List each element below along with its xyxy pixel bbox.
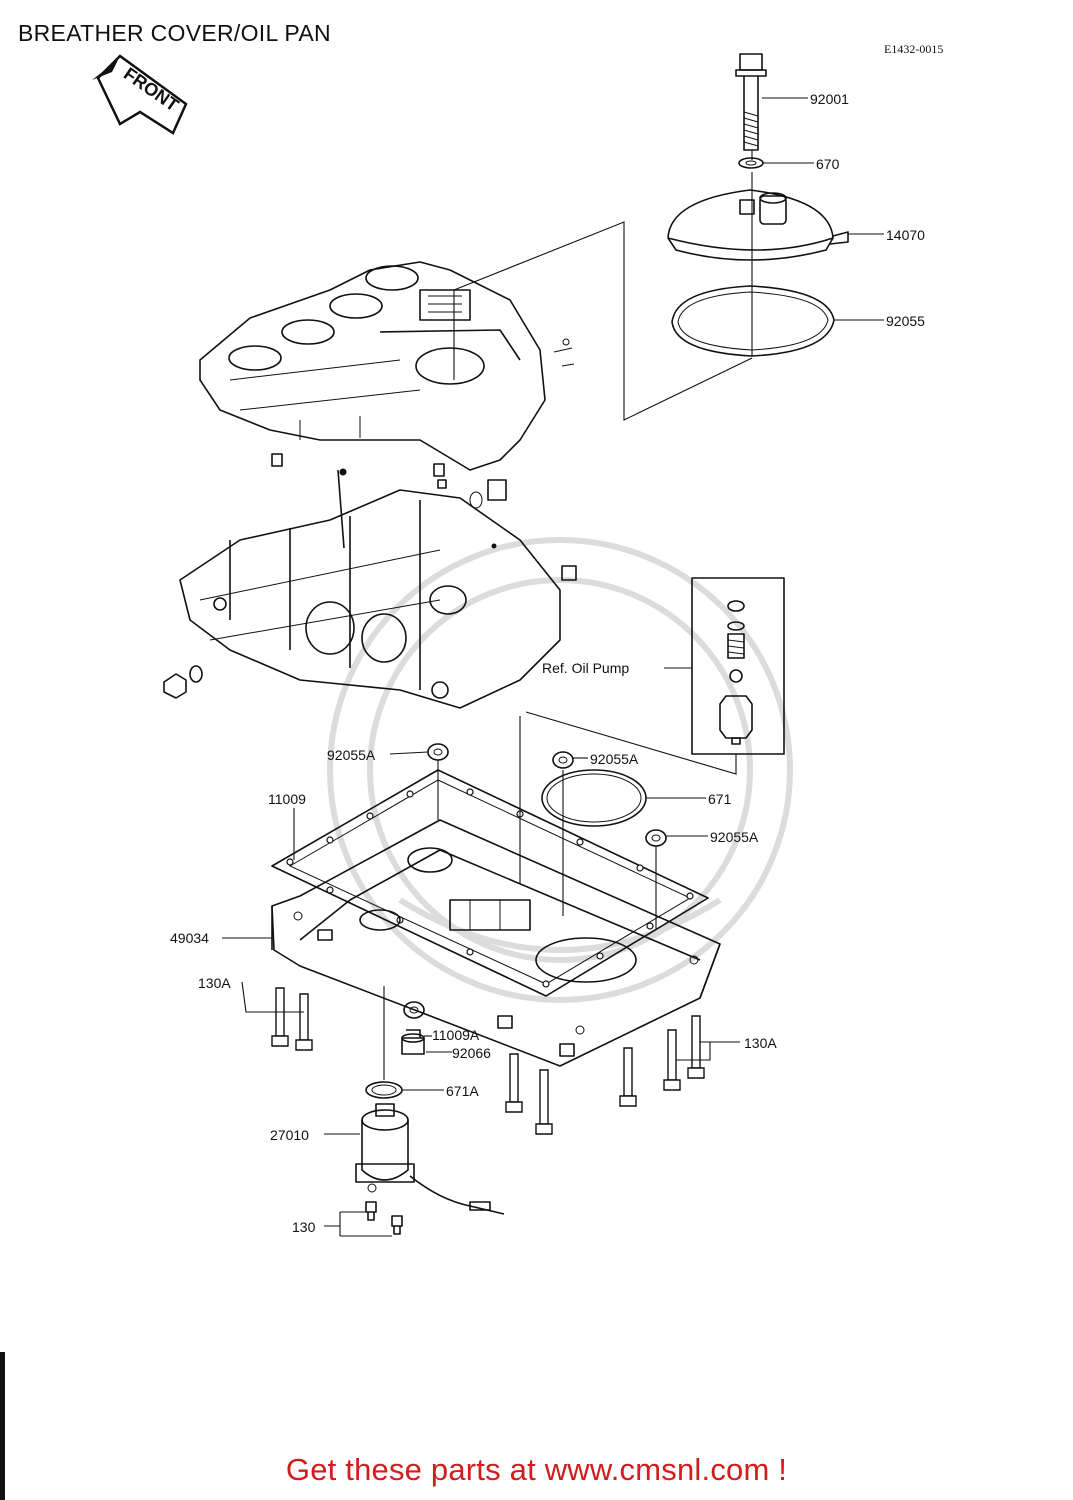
label-92001: 92001: [810, 91, 849, 107]
oil-filter-27010: [355, 1103, 505, 1215]
label-92066: 92066: [452, 1045, 491, 1061]
drain-plug: [163, 665, 203, 699]
label-670: 670: [816, 156, 840, 172]
o-ring-671A: [365, 1081, 403, 1099]
label-130: 130: [292, 1219, 316, 1235]
label-671A: 671A: [446, 1083, 479, 1099]
washer-11009A: [403, 1001, 425, 1019]
oil-pump-ref-label: Ref. Oil Pump: [542, 660, 629, 676]
margin-mark: [0, 1352, 5, 1500]
breather-cover-14070: [667, 189, 849, 261]
washer-670: [738, 157, 764, 169]
label-27010: 27010: [270, 1127, 309, 1143]
label-49034: 49034: [170, 930, 209, 946]
label-92055A-top: 92055A: [590, 751, 639, 767]
label-92055: 92055: [886, 313, 925, 329]
gasket-11009: [271, 769, 709, 997]
front-arrow-icon: FRONT: [92, 54, 188, 135]
seal-92055A-1: [427, 743, 449, 761]
label-671: 671: [708, 791, 732, 807]
seal-92055A-3: [645, 829, 667, 847]
bolt-92001: [735, 53, 767, 151]
bolts-130: [365, 1201, 403, 1235]
upper-crankcase: [199, 261, 575, 477]
label-130A-right: 130A: [744, 1035, 777, 1051]
drawing-code: E1432-0015: [884, 42, 944, 56]
footer-promo[interactable]: Get these parts at www.cmsnl.com !: [0, 1452, 1073, 1488]
label-130A-left: 130A: [198, 975, 231, 991]
oil-pan-49034: [271, 819, 721, 1067]
label-14070: 14070: [886, 227, 925, 243]
lower-crankcase: [179, 468, 577, 709]
bolts-130A: [271, 987, 705, 1135]
page-title: BREATHER COVER/OIL PAN: [18, 20, 331, 46]
label-11009: 11009: [268, 791, 306, 807]
label-92055A-right: 92055A: [710, 829, 759, 845]
footer-promo-text[interactable]: Get these parts at www.cmsnl.com !: [285, 1452, 788, 1487]
seal-92055A-2: [552, 751, 574, 769]
o-ring-671: [541, 769, 647, 827]
oil-pump-ref-box: [691, 577, 785, 755]
plug-92066: [401, 1029, 425, 1055]
label-11009A: 11009A: [432, 1027, 480, 1043]
label-92055A-left: 92055A: [327, 747, 376, 763]
o-ring-92055: [671, 285, 835, 357]
watermark-logo: [327, 537, 793, 1003]
